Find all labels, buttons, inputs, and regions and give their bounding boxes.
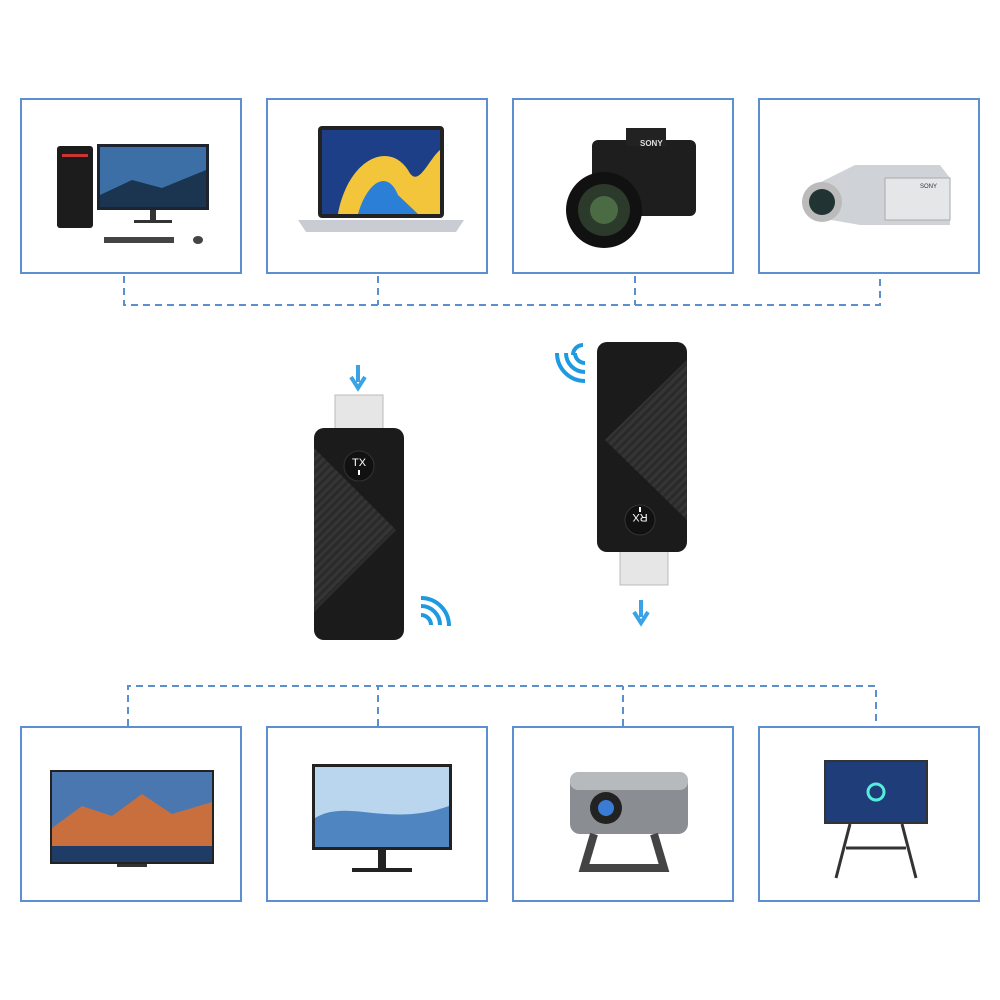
display-interactive-board	[758, 726, 980, 902]
source-desktop-pc	[20, 98, 242, 274]
camcorder-logo: SONY	[920, 184, 937, 190]
source-laptop	[266, 98, 488, 274]
tx-label: TX	[352, 457, 367, 469]
display-tv	[20, 726, 242, 902]
source-camcorder: SONY	[758, 98, 980, 274]
rx-label: RX	[632, 511, 648, 523]
display-monitor	[266, 726, 488, 902]
receiver-dongle: RX	[555, 342, 687, 627]
wireless-signal-icon	[555, 343, 586, 383]
camera-logo: SONY	[640, 139, 663, 148]
transmitter-dongle: TX	[314, 365, 451, 640]
input-arrow-icon	[349, 365, 367, 392]
top-dashed-connector	[123, 276, 881, 306]
source-camera: SONY	[512, 98, 734, 274]
display-projector	[512, 726, 734, 902]
bottom-dashed-connector	[127, 685, 877, 726]
output-arrow-icon	[632, 600, 650, 627]
wireless-signal-icon	[420, 596, 451, 627]
